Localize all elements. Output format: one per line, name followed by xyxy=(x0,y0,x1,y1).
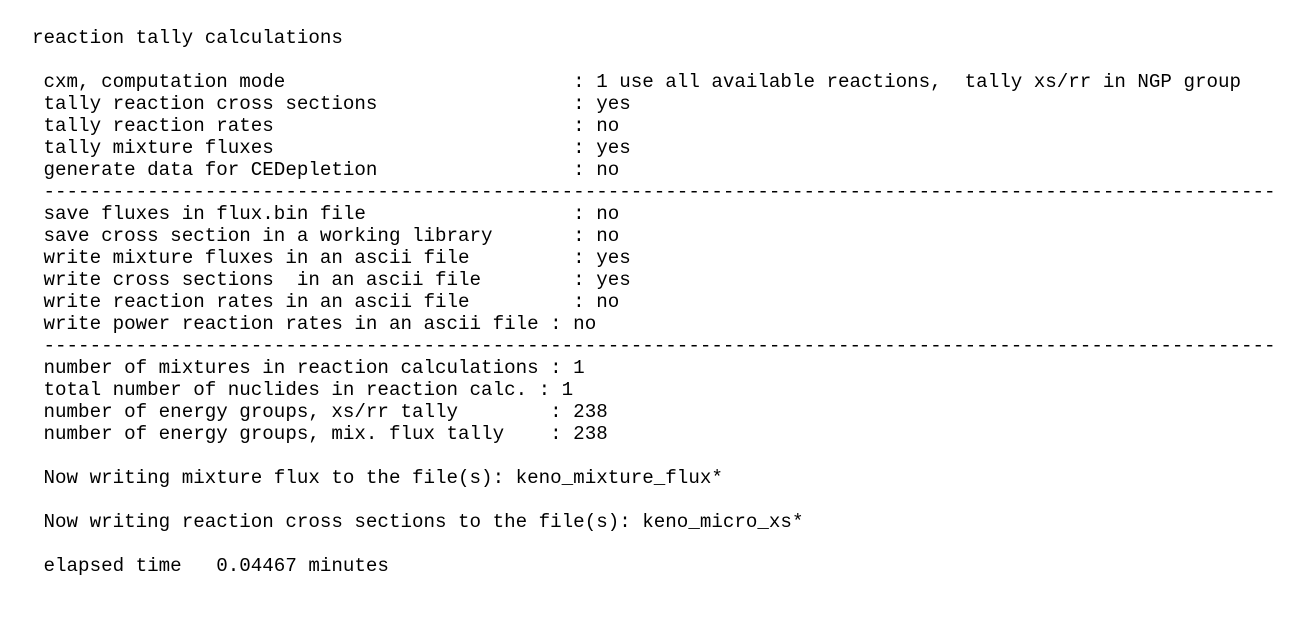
option-write-cross-sections: write cross sections in an ascii file : … xyxy=(43,269,631,291)
setting-tally-cross-sections: tally reaction cross sections : yes xyxy=(43,93,631,115)
separator-line: ----------------------------------------… xyxy=(43,335,1276,357)
blank-line xyxy=(32,49,1276,71)
option-write-mixture-fluxes: write mixture fluxes in an ascii file : … xyxy=(43,247,631,269)
count-nuclides: total number of nuclides in reaction cal… xyxy=(43,379,574,401)
count-energy-groups-flux: number of energy groups, mix. flux tally… xyxy=(43,423,608,445)
message-mixture-flux: Now writing mixture flux to the file(s):… xyxy=(43,467,723,489)
setting-tally-mixture-fluxes: tally mixture fluxes : yes xyxy=(43,137,631,159)
setting-generate-cedepletion: generate data for CEDepletion : no xyxy=(43,159,620,181)
option-write-power-reaction-rates: write power reaction rates in an ascii f… xyxy=(43,313,597,335)
blank-line xyxy=(32,489,1276,511)
setting-computation-mode: cxm, computation mode : 1 use all availa… xyxy=(43,71,1242,93)
setting-tally-reaction-rates: tally reaction rates : no xyxy=(43,115,620,137)
count-mixtures: number of mixtures in reaction calculati… xyxy=(43,357,585,379)
message-micro-xs: Now writing reaction cross sections to t… xyxy=(43,511,804,533)
blank-line xyxy=(32,445,1276,467)
blank-line xyxy=(32,533,1276,555)
option-write-reaction-rates: write reaction rates in an ascii file : … xyxy=(43,291,620,313)
output-listing: reaction tally calculations cxm, computa… xyxy=(32,27,1276,577)
elapsed-time: elapsed time 0.04467 minutes xyxy=(43,555,389,577)
option-save-cross-section: save cross section in a working library … xyxy=(43,225,620,247)
separator-line: ----------------------------------------… xyxy=(43,181,1276,203)
section-title: reaction tally calculations xyxy=(32,27,343,49)
option-save-fluxes: save fluxes in flux.bin file : no xyxy=(43,203,620,225)
count-energy-groups-xs: number of energy groups, xs/rr tally : 2… xyxy=(43,401,608,423)
